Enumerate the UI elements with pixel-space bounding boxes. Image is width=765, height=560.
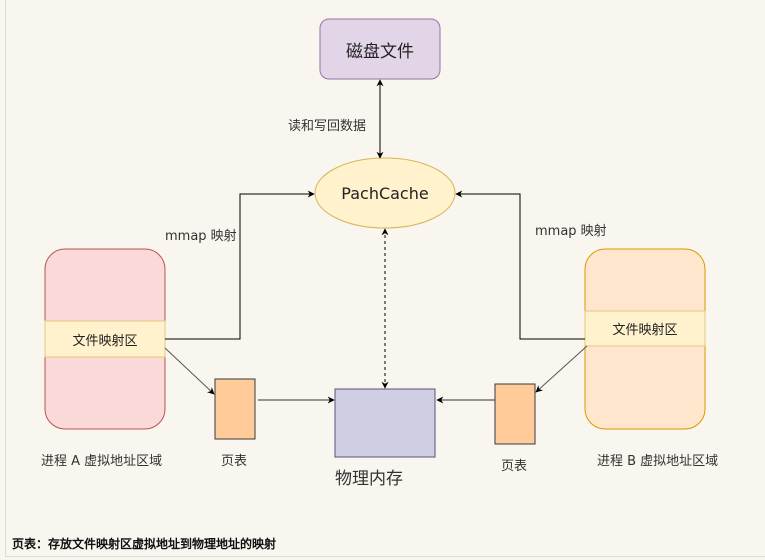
edge-mmap-a-label: mmap 映射 [165, 229, 237, 244]
process-b-mapped-region[interactable] [584, 310, 706, 347]
physical-memory-box[interactable] [334, 388, 436, 458]
process-a-mapped-region-label: 文件映射区 [72, 333, 138, 349]
edge-mmap-a[interactable] [165, 190, 315, 340]
page-table-b-box[interactable] [494, 383, 536, 445]
edge-mmap-b[interactable] [455, 190, 585, 340]
physical-memory-label: 物理内存 [335, 469, 403, 489]
footer-note: 页表：存放文件映射区虚拟地址到物理地址的映射 [12, 537, 277, 551]
process-a-label: 进程 A 虚拟地址区域 [41, 454, 163, 469]
edge-mmap-b-label: mmap 映射 [535, 224, 607, 239]
edge-disk-cache-label: 读和写回数据 [288, 119, 367, 134]
canvas-frame [5, 0, 765, 557]
process-b-label: 进程 B 虚拟地址区域 [597, 454, 719, 469]
disk-file-box[interactable] [319, 18, 441, 80]
page-table-a-box[interactable] [214, 378, 256, 440]
page-cache-label: PachCache [341, 183, 429, 203]
edge-region-b-pagetable[interactable] [535, 345, 588, 393]
disk-file-label: 磁盘文件 [346, 41, 414, 62]
process-b-mapped-region-label: 文件映射区 [612, 323, 678, 338]
page-table-a-label: 页表 [221, 454, 248, 469]
page-cache-ellipse[interactable] [314, 157, 456, 229]
page-table-b-label: 页表 [501, 459, 528, 474]
edge-region-a-pagetable[interactable] [164, 347, 215, 395]
